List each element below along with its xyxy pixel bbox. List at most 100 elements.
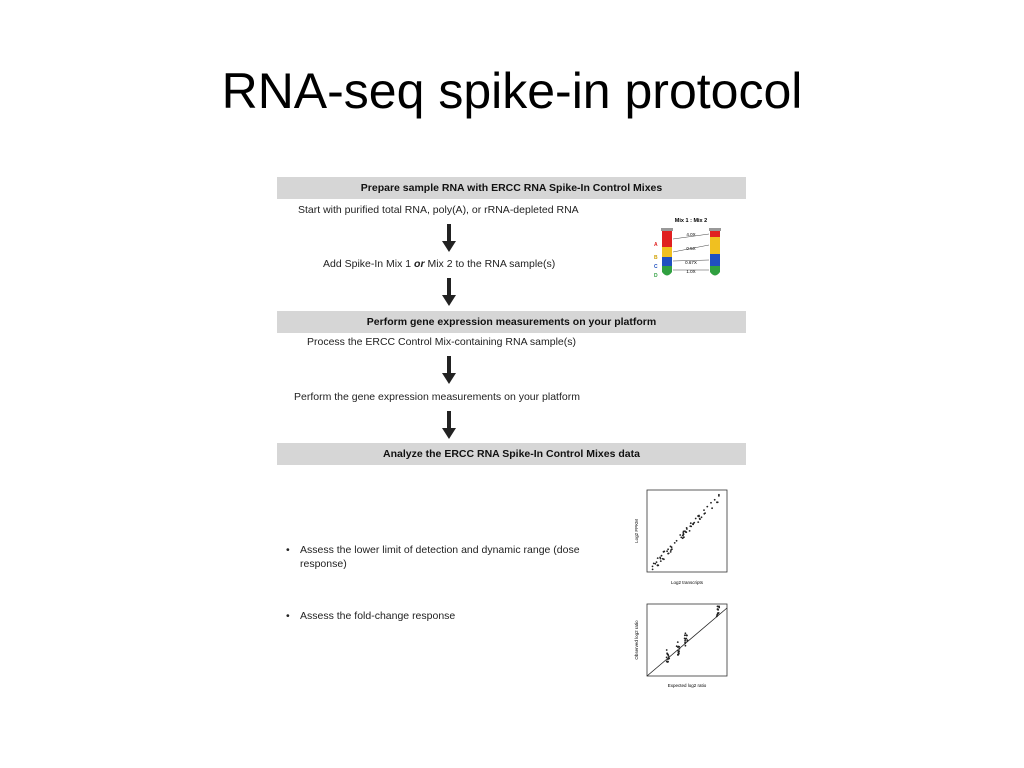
plot2-point (677, 654, 679, 656)
slide-title: RNA-seq spike-in protocol (221, 63, 803, 119)
plot1-point (667, 548, 669, 551)
plot2-points (665, 605, 721, 663)
plot1-point (660, 554, 663, 557)
plot1-point (718, 495, 720, 497)
plot1-point (681, 537, 684, 540)
ratio-d: 1.0X (686, 269, 695, 274)
ratio-b: 0.5X (686, 246, 695, 251)
plot1-point (688, 530, 691, 532)
bullet-fold-line: Assess the fold-change response (300, 610, 456, 622)
bullet-dose-response: • Assess the lower limit of detection an… (286, 543, 580, 571)
plot1-point (713, 498, 716, 501)
plot1-point (694, 517, 697, 520)
plot1-point (667, 552, 669, 555)
plot2-point (686, 640, 689, 642)
plot1-point (673, 542, 676, 544)
down-arrow-icon (442, 411, 456, 439)
plot2-point (716, 613, 719, 616)
bullet-dot: • (286, 544, 290, 556)
plot2-point (686, 634, 688, 637)
group-b-label: B (654, 255, 658, 261)
plot1-point (685, 527, 688, 529)
plot2-point (668, 657, 671, 660)
plot1-point (652, 562, 655, 565)
step-add-mix-text: Add Spike-In Mix 1 or Mix 2 to the RNA s… (323, 258, 555, 270)
plot2-point (684, 637, 687, 640)
plot-frame (646, 489, 728, 573)
plot2-trend-line (646, 607, 728, 677)
step-add-or: or (414, 258, 425, 270)
plot1-point (654, 562, 657, 565)
plot2-point (684, 632, 687, 635)
plot1-point (698, 515, 700, 518)
bullet-dot: • (286, 610, 290, 622)
section-header-analyze: Analyze the ERCC RNA Spike-In Control Mi… (277, 443, 746, 465)
plot1-point (716, 501, 718, 504)
plot2-point (684, 639, 686, 642)
plot1-point (679, 534, 682, 536)
down-arrow-icon (442, 356, 456, 384)
plot2-point (665, 649, 668, 651)
plot2-point (717, 612, 720, 614)
plot1-point (681, 534, 684, 537)
plot2-point (676, 641, 679, 643)
step-add-post: Mix 2 to the RNA sample(s) (424, 258, 556, 270)
plot2-point (683, 634, 686, 637)
plot1-point (662, 550, 665, 553)
fold-change-plot: Observed log2 ratio Expected log2 ratio (634, 603, 728, 688)
plot1-point (657, 564, 660, 567)
plot1-point (689, 525, 692, 528)
plot1-point (669, 551, 672, 553)
plot1-ylabel: Log2 FPKM (634, 519, 639, 543)
plot2-point (667, 658, 669, 661)
plot1-points (651, 493, 720, 571)
plot2-point (684, 644, 687, 647)
section-header-prepare: Prepare sample RNA with ERCC RNA Spike-I… (277, 177, 746, 199)
plot1-point (692, 523, 694, 526)
plot2-point (667, 655, 670, 657)
ratio-a: 4.0X (686, 232, 695, 237)
plot1-point (651, 565, 654, 568)
plot1-point (697, 521, 700, 523)
step-add-pre: Add Spike-In Mix 1 (323, 258, 415, 270)
plot2-point (678, 647, 681, 650)
plot2-ylabel: Observed log2 ratio (634, 620, 639, 660)
plot2-point (675, 645, 678, 648)
plot1-point (693, 521, 696, 524)
section-header-perform: Perform gene expression measurements on … (277, 311, 746, 333)
spike-in-tubes-diagram: Mix 1 : Mix 2 4.0X 0.5X 0.67X 1.0X A B C… (654, 218, 721, 279)
plot1-point (680, 536, 683, 539)
plot2-point (718, 605, 720, 608)
plot1-xlabel: Log2 transcripts (671, 580, 704, 585)
tube-diagram-title: Mix 1 : Mix 2 (675, 218, 707, 224)
plot1-point (670, 549, 672, 551)
plot1-point (703, 509, 705, 511)
plot1-point (683, 536, 685, 539)
step-process-text: Process the ERCC Control Mix-containing … (307, 336, 577, 348)
plot2-point (665, 656, 668, 659)
down-arrow-icon (442, 224, 456, 252)
plot2-point (666, 660, 668, 663)
plot1-point (670, 546, 673, 549)
plot1-point (666, 550, 668, 553)
plot2-point (716, 608, 719, 611)
down-arrow-icon (442, 278, 456, 306)
plot1-point (711, 507, 713, 510)
plot1-point (659, 560, 662, 562)
plot2-xlabel: Expected log2 ratio (668, 683, 707, 688)
plot1-point (655, 561, 658, 563)
plot1-point (656, 557, 659, 559)
bullet-fold-change: • Assess the fold-change response (286, 609, 456, 623)
plot2-point (684, 642, 687, 645)
group-a-label: A (654, 242, 658, 248)
dose-response-plot: Log2 FPKM Log2 transcripts (634, 489, 728, 585)
plot1-point (682, 530, 685, 533)
plot1-point (684, 531, 687, 533)
ratio-c: 0.67X (685, 260, 697, 265)
plot1-point (710, 501, 712, 504)
step-start-text: Start with purified total RNA, poly(A), … (298, 204, 579, 216)
bullet-dose-line2: response) (300, 558, 347, 570)
plot1-point (675, 539, 678, 542)
plot1-point (661, 557, 664, 560)
plot1-point (700, 516, 703, 519)
